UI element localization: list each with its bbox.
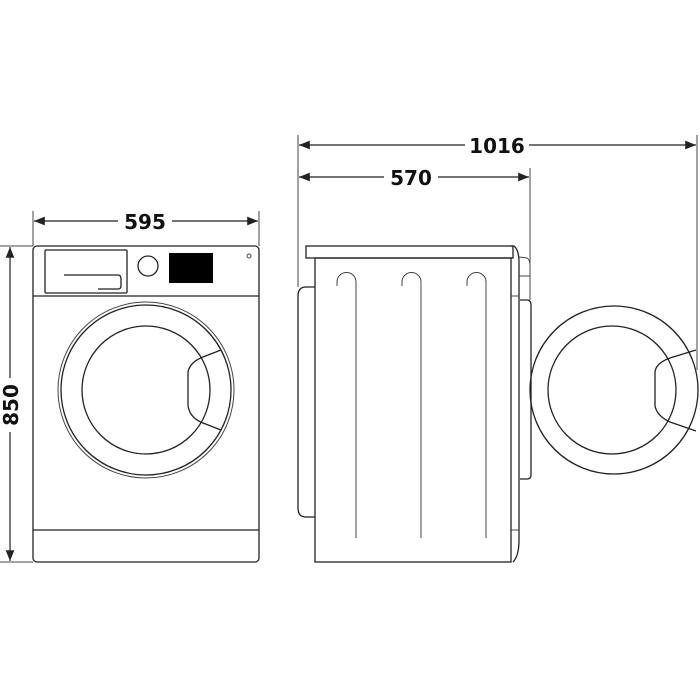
front-view	[32, 245, 260, 563]
door-side-profile	[520, 299, 532, 480]
door-glass	[81, 325, 211, 455]
width-dimension: 595	[32, 210, 260, 246]
width-label: 595	[124, 210, 166, 234]
door-ring	[60, 304, 232, 476]
depth-door-open-label: 1016	[469, 134, 525, 158]
depth-door-open-dimension: 1016	[299, 134, 696, 158]
side-flute	[401, 272, 422, 538]
cabinet-outline	[32, 245, 260, 563]
display-panel	[169, 253, 213, 283]
program-knob	[137, 255, 159, 277]
side-flute	[336, 272, 357, 538]
top-lid	[305, 245, 514, 259]
open-door-handle	[654, 349, 697, 432]
side-view	[297, 245, 699, 563]
depth-dimension: 570	[297, 135, 698, 370]
side-panel	[314, 257, 512, 563]
depth-label: 570	[390, 166, 432, 190]
indicator-light	[246, 253, 252, 259]
rear-bulge	[297, 286, 315, 518]
door-handle	[187, 349, 222, 431]
height-dimension: 850	[0, 245, 33, 563]
detergent-drawer	[44, 249, 128, 294]
drawer-handle	[64, 274, 122, 290]
open-door-ring	[529, 305, 699, 475]
open-door-glass	[547, 325, 677, 455]
door-outer-ring	[57, 301, 235, 479]
side-knob	[518, 256, 531, 277]
front-profile	[511, 245, 520, 563]
side-flute	[466, 272, 487, 538]
height-label: 850	[0, 384, 23, 426]
